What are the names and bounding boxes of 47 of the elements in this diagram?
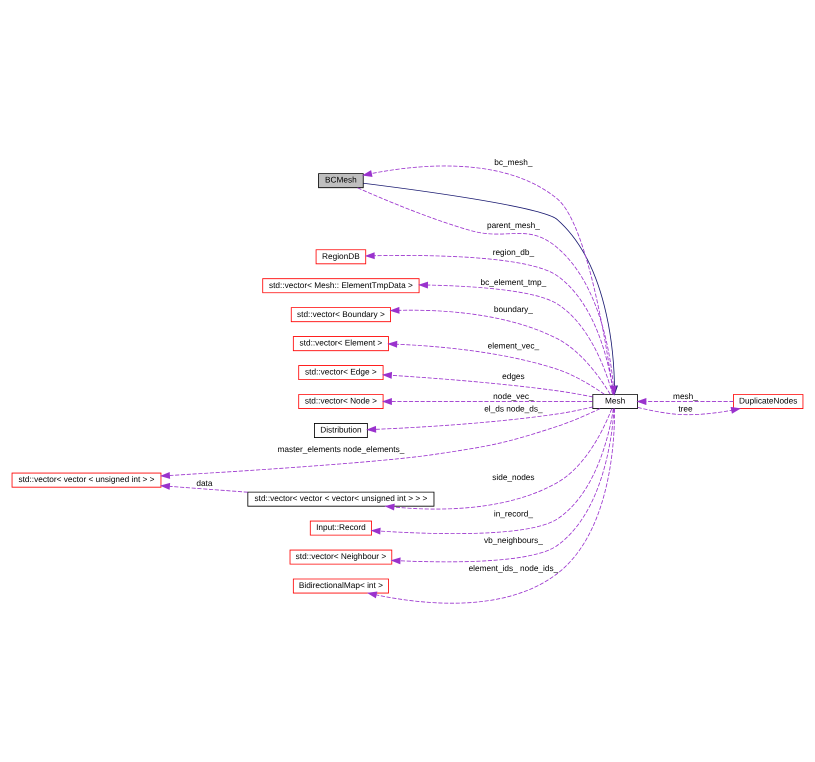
edge-label: region_db_ [492,248,534,258]
edge-label: element_ids_ node_ids_ [468,564,558,574]
node-box: Distribution [314,423,368,438]
node-box: std::vector< Boundary > [290,307,391,322]
arrow [366,406,594,433]
node-box: Mesh [592,394,638,409]
arrow [390,306,611,395]
node-box: std::vector< Edge > [298,365,384,380]
node-box: std::vector< Neighbour > [290,550,392,565]
edge-label: side_nodes [492,473,535,482]
edge-label: tree [678,404,693,414]
node-box: std::vector< Mesh:: ElementTmpData > [262,278,420,294]
arrow [384,408,612,511]
arrow [387,340,605,395]
edge-label: mesh_ [673,392,698,402]
edge-label: parent_mesh_ [486,220,540,230]
arrow [382,398,594,406]
edge-label: master_elements node_elements_ [277,445,404,454]
node-box: BCMesh [318,173,364,188]
arrow [637,406,741,416]
node-box: std::vector< vector < unsigned int > > [12,472,162,488]
node-box: std::vector< vector < vector< unsigned int > > > [247,492,434,507]
edge-label: boundary_ [494,305,533,314]
node-box: std::vector< Element > [292,336,389,352]
arrow [160,482,248,493]
node-box: Input::Record [310,520,372,536]
node-box: std::vector< Node > [298,394,384,409]
arrow [382,372,594,398]
edge-label: element_vec_ [488,342,540,351]
edge-label: node_vec_ [493,392,534,402]
arrow [418,282,613,395]
node-box: RegionDB [316,249,366,264]
node-box: BidirectionalMap< int > [292,578,389,594]
edge-label: vb_neighbours_ [484,536,543,546]
edge-label: edges [502,372,525,382]
arrow [160,408,600,479]
arrow [370,408,614,535]
node-box: DuplicateNodes [733,394,804,409]
edge-label: bc_element_tmp_ [480,278,546,287]
edge-label: el_ds node_ds_ [484,404,543,414]
arrow [390,408,614,564]
arrow [364,252,614,395]
edge-label: bc_mesh_ [494,158,532,167]
edge-label: in_record_ [494,510,533,519]
edge-label: data [196,478,212,488]
arrow [366,408,615,604]
arrow [636,398,734,406]
